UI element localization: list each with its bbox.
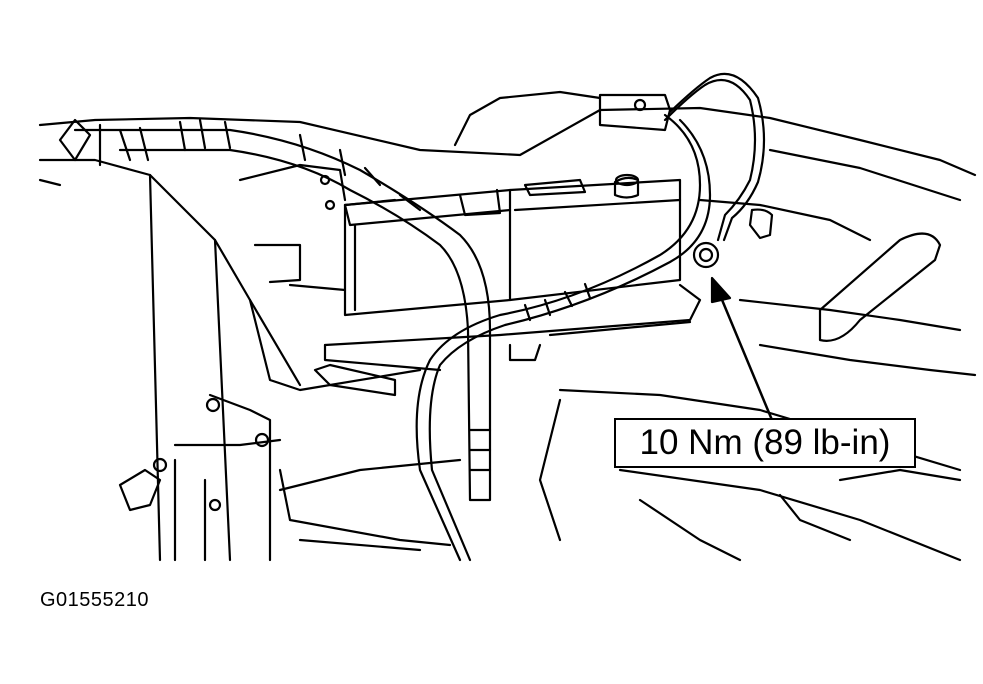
side-bracket bbox=[818, 232, 942, 342]
battery-tray bbox=[313, 283, 702, 397]
apron-structure bbox=[118, 163, 462, 562]
ground-cable bbox=[415, 72, 766, 562]
ground-bolt bbox=[692, 208, 774, 269]
figure-id: G01555210 bbox=[40, 589, 150, 611]
battery bbox=[343, 173, 682, 317]
positive-cable-harness bbox=[58, 118, 492, 502]
torque-spec-text: 10 Nm (89 lb-in) bbox=[639, 423, 891, 462]
callout-arrow bbox=[710, 276, 774, 422]
vehicle-body-outline bbox=[38, 90, 977, 562]
torque-spec-label: 10 Nm (89 lb-in) bbox=[614, 418, 916, 468]
